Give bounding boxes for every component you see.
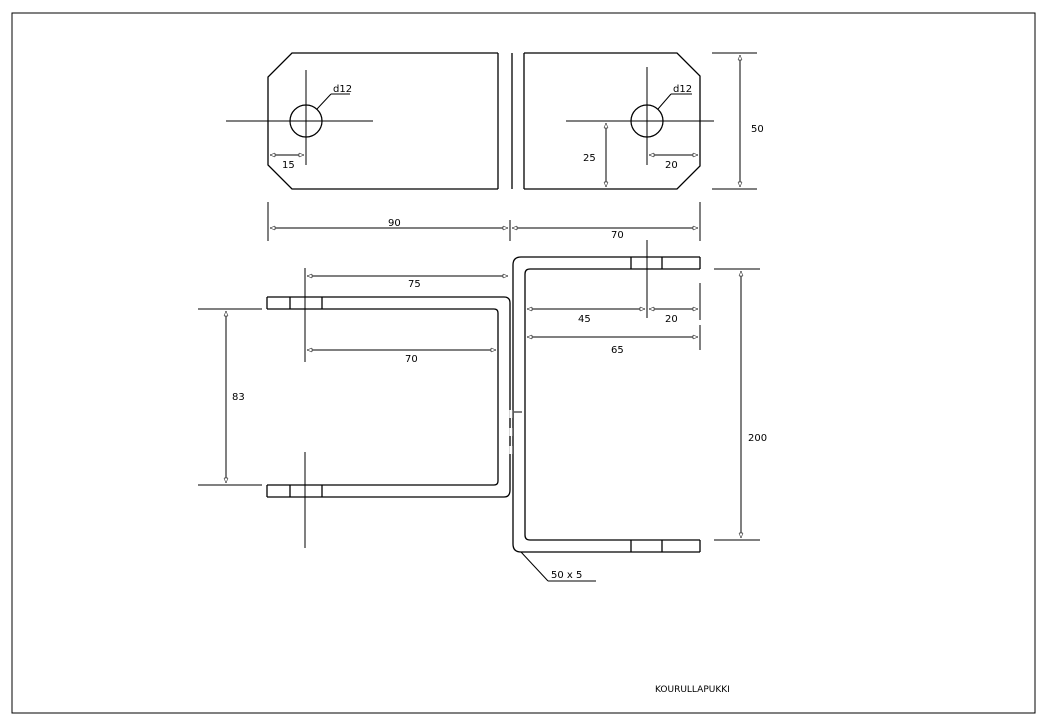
drawing-title: KOURULLAPUKKI <box>655 685 730 695</box>
dim-hole-height-text: 25 <box>583 153 596 164</box>
dim-right-offset-text: 20 <box>665 160 678 171</box>
dim-left-offset-text: 15 <box>282 160 295 171</box>
sheet-border <box>11 12 1036 714</box>
hole-right-label: d12 <box>673 84 692 95</box>
dim-right-b-text: 20 <box>665 314 678 325</box>
dim-widths <box>267 202 701 241</box>
dim-right-c <box>526 325 701 350</box>
section-label: 50 x 5 <box>551 570 582 581</box>
dim-right-ab <box>526 283 701 320</box>
left-bracket <box>266 268 522 548</box>
dim-right-a-text: 45 <box>578 314 591 325</box>
dim-left-width-text: 90 <box>388 218 401 229</box>
dim-total-height-text: 50 <box>751 124 764 135</box>
dim-right-height-text: 200 <box>748 433 767 444</box>
dim-right-c-text: 65 <box>611 345 624 356</box>
dim-left-height-text: 83 <box>232 392 245 403</box>
right-bracket <box>509 240 701 553</box>
section-leader <box>520 551 596 582</box>
hole-right <box>566 67 714 165</box>
hole-left-label: d12 <box>333 84 352 95</box>
dim-left-height <box>198 308 262 486</box>
dim-left-top-text: 75 <box>408 279 421 290</box>
hole-left <box>226 70 373 165</box>
dim-left-inner-text: 70 <box>405 354 418 365</box>
dim-total-height <box>712 52 757 190</box>
dim-right-width-text: 70 <box>611 230 624 241</box>
dim-right-height <box>714 268 760 541</box>
